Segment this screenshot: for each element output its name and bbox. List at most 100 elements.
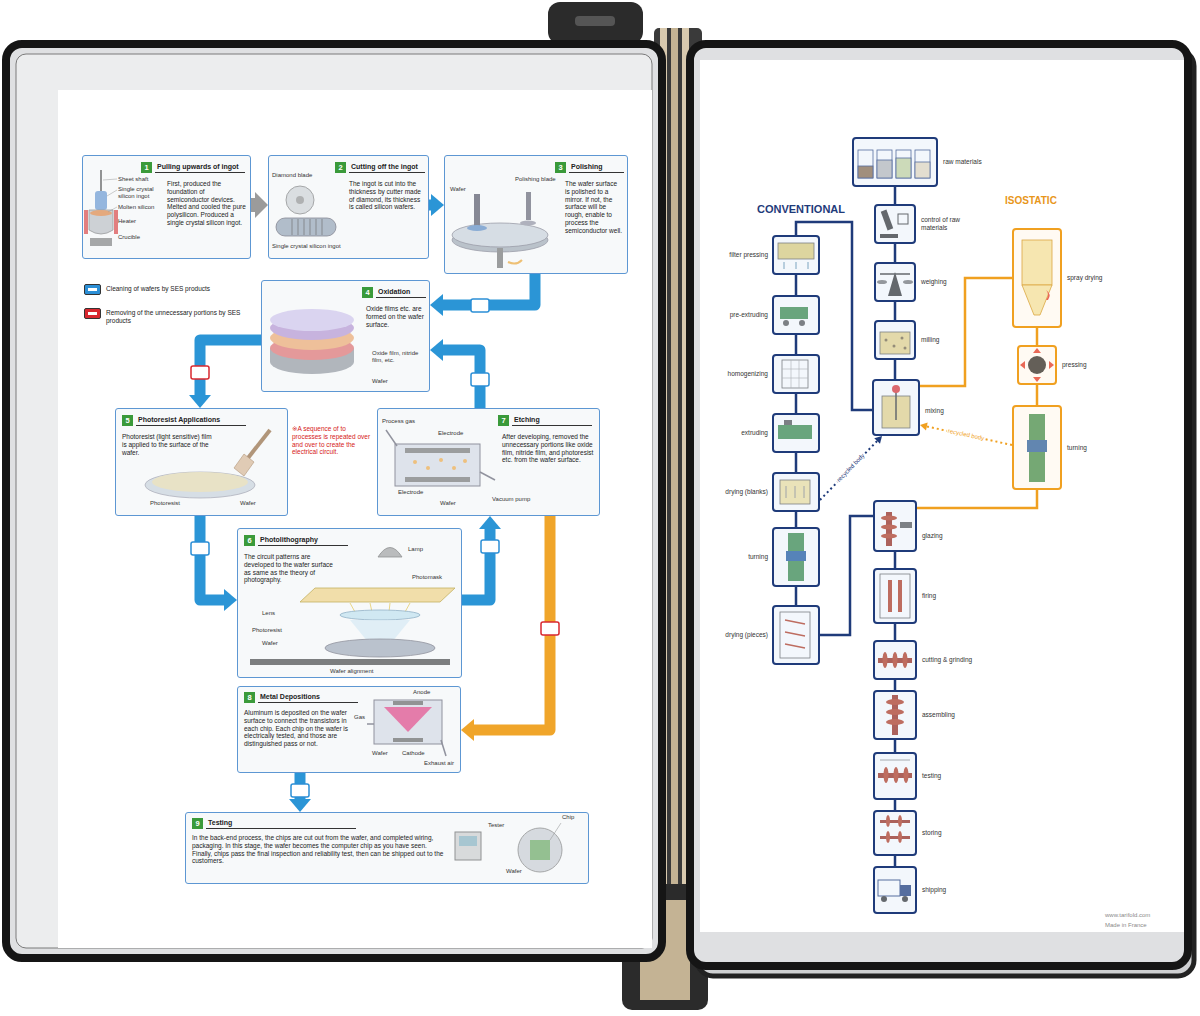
connector-line [894,856,897,866]
step-label: drying (pieces) [706,631,768,639]
connector [429,194,444,216]
part-label: Process gas [382,418,427,425]
swatch-icon [88,288,97,291]
step-heading: Testing [206,818,356,829]
arrowhead [430,294,443,316]
connector-line [795,335,798,354]
part-label: Molten silicon [118,204,163,211]
process-icon-box: assembling [873,690,917,740]
step-number: 7 [498,415,509,426]
part-label: Exhaust air [424,760,460,767]
part-label: Wafer [506,868,536,875]
part-label: Polishing blade [515,176,560,183]
connector-line [925,426,1012,445]
step-heading: Pulling upwards of ingot [155,162,245,173]
process-icon-box: spray drying [1012,228,1062,328]
part-label: Wafer [372,750,400,757]
connector [895,187,896,204]
step-number: 4 [362,287,373,298]
process-icon-box: shipping [873,866,917,914]
connector-line [1036,328,1039,345]
connector [289,773,311,812]
process-icon-box: drying (pieces) [772,605,820,665]
step-number: 9 [192,818,203,829]
part-label: Wafer [240,500,270,507]
legend-swatch [84,308,101,319]
step-label: testing [922,772,984,780]
process-icon-box: glazing [873,500,917,552]
process-icon-box: milling [874,320,916,360]
legend-text: Removing of the unnecessary portions by … [106,309,256,325]
step-number: 8 [244,692,255,703]
part-label: Photoresist [150,500,195,507]
connector [895,244,896,262]
part-label: Sheet shaft [118,176,163,183]
connector-line [894,552,897,568]
process-icon-box: mixing [872,379,920,436]
step-body: Aluminum is deposited on the wafer surfa… [244,709,352,748]
connector [917,490,1037,508]
connector-line [462,527,490,600]
section-title: CONVENTIONAL [757,203,857,216]
connector-line [920,278,1012,386]
connector [462,516,501,600]
step-label: turning [1067,444,1129,452]
step-label: storing [922,829,984,837]
process-step-box: 9TestingIn the back-end process, the chi… [185,812,589,884]
step-body: The wafer surface is polished to a mirro… [565,180,623,235]
part-label: Heater [118,218,163,225]
part-label: Gas [354,714,370,721]
legend-text: Cleaning of wafers by SES products [106,285,256,293]
step-label: firing [922,592,984,600]
connector-line [894,680,897,690]
step-body: Oxide films etc. are formed on the wafer… [366,305,426,328]
connector-line [894,244,897,262]
step-number: 2 [335,162,346,173]
connector [895,800,896,810]
note: ※A sequence of to processes is repeated … [292,425,374,456]
process-icon-box: weighing [874,262,916,302]
part-label: Wafer [440,500,470,507]
connector [920,423,1012,445]
connector [1037,385,1038,405]
connector [461,516,550,741]
connector-line [795,512,798,527]
step-label: extruding [706,429,768,437]
connector-line [894,187,897,204]
connector-line [820,516,873,635]
part-label: Photomask [412,574,457,581]
process-icon-box: filter pressing [772,235,820,275]
connector-line [894,624,897,640]
step-label: control of raw materials [921,216,983,232]
connector [895,740,896,752]
connector [796,335,797,354]
arrowhead [920,423,928,431]
connector [430,274,535,316]
arrowhead [189,395,211,408]
process-step-box: 1Pulling upwards of ingotFirst, produced… [82,155,251,259]
process-step-box: 6PhotolithographyThe circuit patterns ar… [237,528,462,678]
process-icon-box: control of raw materials [874,204,916,244]
section-title: ISOSTATIC [1005,195,1095,207]
connector-line [200,516,226,600]
connector-line [820,440,879,500]
step-body: The ingot is cut into the thickness by c… [349,180,425,211]
connector [920,278,1012,386]
connector [820,436,882,500]
connector-line [894,800,897,810]
process-icon-box: cutting & grinding [873,640,917,680]
process-icon-box: raw materials [852,137,938,187]
process-icon-box: testing [873,752,917,800]
process-step-box: 7EtchingAfter developing, removed the un… [377,408,600,516]
step-label: spray drying [1067,274,1129,282]
connector-line [894,302,897,320]
step-heading: Polishing [569,162,624,173]
step-label: milling [921,336,983,344]
connector-line [472,516,550,730]
process-icon-box: storing [873,810,917,856]
part-label: Wafer [450,186,480,193]
watermark: www.tarifold.com [1105,912,1180,919]
process-step-box: 8Metal DepositionsAluminum is deposited … [237,686,461,773]
arrowhead [430,339,443,361]
connector-line [795,394,798,413]
